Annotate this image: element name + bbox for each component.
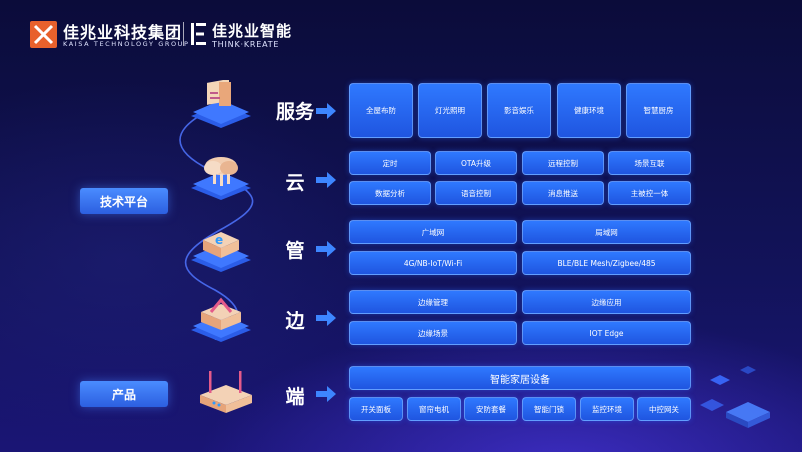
- cloud-box: 消息推送: [522, 181, 604, 205]
- arrow-right-icon: [316, 172, 336, 188]
- pipe-box: 4G/NB-IoT/Wi-Fi: [349, 251, 517, 275]
- service-box: 影音娱乐: [487, 83, 551, 138]
- service-icon: [191, 80, 251, 128]
- arrow-right-icon: [316, 386, 336, 402]
- layer-title-device: 端: [285, 386, 305, 408]
- cloud-icon: [191, 157, 251, 200]
- device-header-box: 智能家居设备: [349, 366, 691, 390]
- cloud-box: OTA升级: [435, 151, 517, 175]
- brand2-name-en: THINK·KREATE: [212, 40, 280, 49]
- arrow-right-icon: [316, 241, 336, 257]
- kaisa-logo-icon: [30, 21, 57, 48]
- platform-label: 技术平台: [80, 188, 168, 214]
- cloud-box: 远程控制: [522, 151, 604, 175]
- cloud-box: 主被控一体: [608, 181, 691, 205]
- header-divider: [183, 22, 184, 46]
- arrow-right-icon: [316, 103, 336, 119]
- service-box: 健康环境: [557, 83, 621, 138]
- layer-title-pipe: 管: [285, 240, 305, 262]
- cloud-box: 语音控制: [435, 181, 517, 205]
- layer-title-edge: 边: [285, 310, 305, 332]
- arrow-right-icon: [316, 310, 336, 326]
- edge-icon: [191, 297, 251, 342]
- pipe-box: 局域网: [522, 220, 691, 244]
- network-icon: e: [191, 232, 251, 272]
- layer-title-service: 服务: [275, 101, 314, 123]
- edge-box: IOT Edge: [522, 321, 691, 345]
- layer-connector-line: [179, 110, 254, 340]
- pipe-box: 广域网: [349, 220, 517, 244]
- cloud-box: 定时: [349, 151, 431, 175]
- device-box: 安防套餐: [464, 397, 518, 421]
- pipe-box: BLE/BLE Mesh/Zigbee/485: [522, 251, 691, 275]
- device-box: 智能门锁: [522, 397, 576, 421]
- edge-box: 边缘场景: [349, 321, 517, 345]
- cloud-box: 场景互联: [608, 151, 691, 175]
- cloud-box: 数据分析: [349, 181, 431, 205]
- product-label: 产品: [80, 381, 168, 407]
- service-box: 全屋布防: [349, 83, 413, 138]
- device-box: 监控环境: [580, 397, 634, 421]
- edge-box: 边缘管理: [349, 290, 517, 314]
- edge-box: 边缘应用: [522, 290, 691, 314]
- device-box: 中控网关: [637, 397, 691, 421]
- svg-text:e: e: [215, 233, 223, 247]
- decorative-cubes: [700, 366, 770, 428]
- device-box: 开关面板: [349, 397, 403, 421]
- brand-name: 佳兆业科技集团: [63, 23, 183, 42]
- service-box: 智慧厨房: [626, 83, 691, 138]
- service-box: 灯光照明: [418, 83, 482, 138]
- router-icon: [200, 371, 252, 413]
- think-kreate-logo-icon: [190, 20, 208, 48]
- brand-name-en: KAISA TECHNOLOGY GROUP: [63, 40, 190, 48]
- layer-title-cloud: 云: [285, 172, 305, 194]
- brand2-name: 佳兆业智能: [212, 22, 293, 40]
- device-box: 窗帘电机: [407, 397, 461, 421]
